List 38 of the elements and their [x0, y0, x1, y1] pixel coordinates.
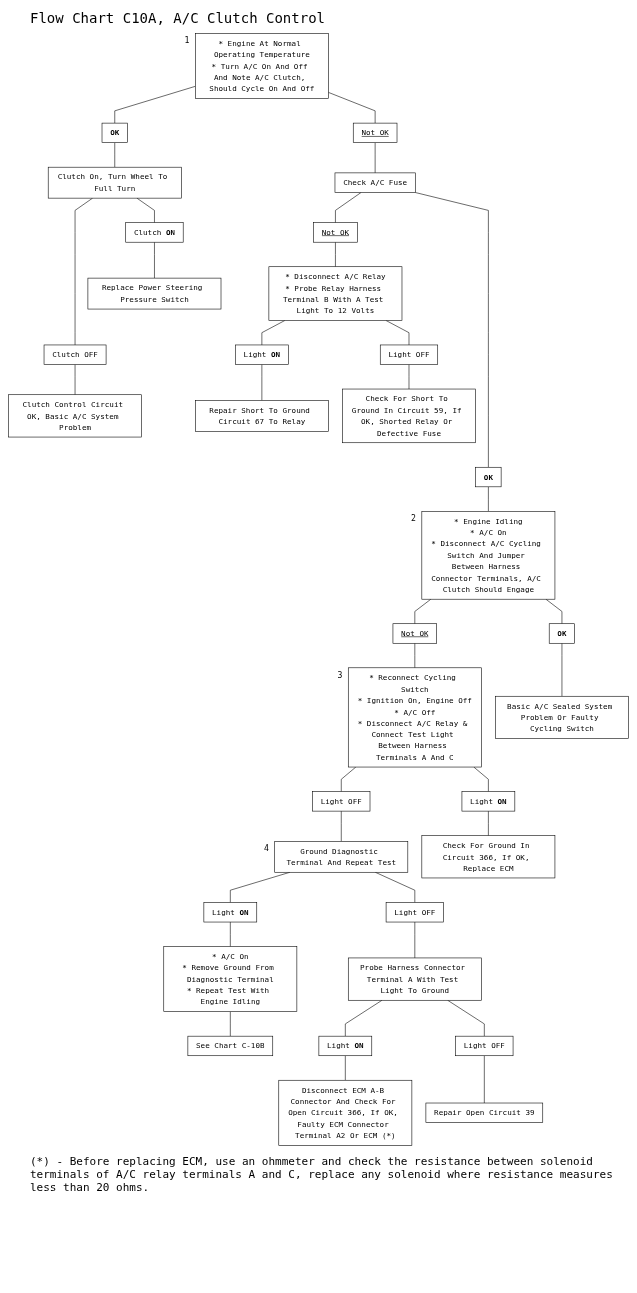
connector-line	[335, 241, 336, 268]
connector-line	[345, 1000, 383, 1037]
footnote: (*) - Before replacing ECM, use an ohmmeter and check the resistance between solenoid terminals of A/C relay terminals A and C, replace any solenoid where resistance measures less than 20 ohms.	[30, 1154, 614, 1194]
step-number: 4	[263, 843, 269, 854]
connector-line	[230, 1011, 231, 1037]
connector-line	[154, 241, 155, 279]
connector-line	[74, 197, 93, 346]
connector-line	[230, 921, 231, 947]
connector-line	[328, 92, 376, 124]
connector-line	[473, 766, 489, 792]
connector-line	[375, 872, 416, 903]
connector-line	[414, 598, 432, 624]
connector-line	[340, 810, 342, 842]
connector-line	[136, 197, 155, 223]
connector-line	[114, 86, 196, 124]
connector-line	[408, 364, 410, 390]
connector-line	[261, 364, 263, 401]
connector-line	[561, 643, 563, 697]
connector-line	[385, 320, 410, 346]
connector-line	[414, 192, 489, 468]
step-number: 1	[184, 35, 190, 46]
connector-line	[74, 364, 76, 396]
step-number: 2	[411, 513, 416, 524]
connector-line	[340, 766, 357, 792]
connector-line	[261, 320, 286, 346]
connector-line	[114, 142, 116, 168]
connector-line	[374, 142, 376, 174]
connector-line	[335, 192, 362, 223]
connector-line	[345, 1055, 346, 1081]
connector-line	[545, 598, 563, 624]
chart-title: Flow Chart C10A, A/C Clutch Control	[29, 9, 326, 28]
step-number: 3	[337, 669, 343, 680]
connector-line	[484, 1055, 485, 1104]
connector-line	[488, 486, 489, 512]
connector-line	[414, 643, 416, 669]
connector-line	[447, 1000, 485, 1037]
connector-line	[488, 810, 489, 836]
connector-line	[414, 921, 416, 959]
